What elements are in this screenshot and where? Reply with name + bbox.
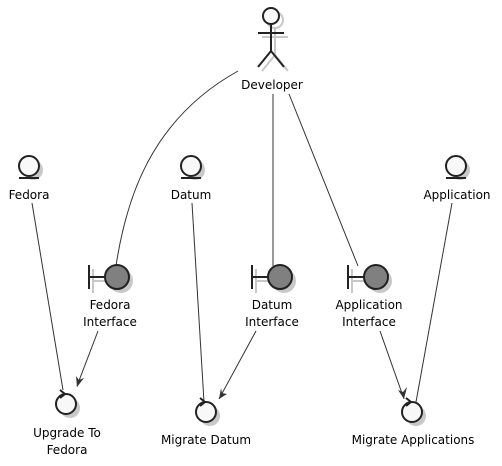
control-icon [401,397,426,426]
entity-icon [180,155,205,180]
control-upgrade-to-fedora: Upgrade To Fedora [33,389,101,457]
actor-icon [257,7,289,72]
entity-label: Datum [171,188,212,202]
control-migrate-datum: Migrate Datum [161,397,251,447]
entity-icon [18,155,43,180]
connector-application-migrate [415,202,453,403]
control-icon [195,397,220,426]
connector-datum-interface-migrate [218,330,257,400]
entity-icon [445,155,470,180]
control-label: Migrate Datum [161,433,251,447]
arrowhead-migrate-datum [219,388,227,399]
actor-developer: Developer [241,7,303,92]
boundary-label-line-1: Fedora [90,298,131,312]
entity-application: Application [423,155,491,202]
arrowhead-upgrade-to-fedora [76,376,84,387]
connector-fedora-upgrade [31,202,64,391]
connector-fedora-interface-upgrade [76,330,99,387]
boundary-datum-interface: Datum Interface [245,264,299,329]
boundary-label-line-1: Application [335,298,402,312]
entity-label: Fedora [9,188,50,202]
control-label-line-1: Upgrade To [33,426,101,440]
connectors [31,70,453,403]
boundary-label-line-1: Datum [252,298,293,312]
boundary-label-line-2: Interface [83,315,137,329]
arrowhead-migrate-applications [398,387,407,399]
connector-datum-migrate [191,202,205,403]
actor-label: Developer [241,78,303,92]
connector-application-interface-migrate [379,330,405,400]
entity-fedora: Fedora [9,155,50,202]
connector-developer-fedora-interface [115,70,239,267]
boundary-fedora-interface: Fedora Interface [83,264,137,329]
boundary-label-line-2: Interface [342,315,396,329]
boundary-application-interface: Application Interface [335,264,403,329]
connector-developer-application-interface [288,93,359,267]
boundary-icon [347,264,392,293]
control-migrate-applications: Migrate Applications [352,397,475,447]
control-icon [55,389,80,418]
boundary-icon [251,264,296,293]
boundary-icon [88,264,133,293]
control-label: Migrate Applications [352,433,475,447]
entity-datum: Datum [171,155,212,202]
entity-label: Application [423,188,490,202]
control-label-line-2: Fedora [47,443,88,457]
boundary-label-line-2: Interface [245,315,299,329]
arrowheads [76,376,407,399]
